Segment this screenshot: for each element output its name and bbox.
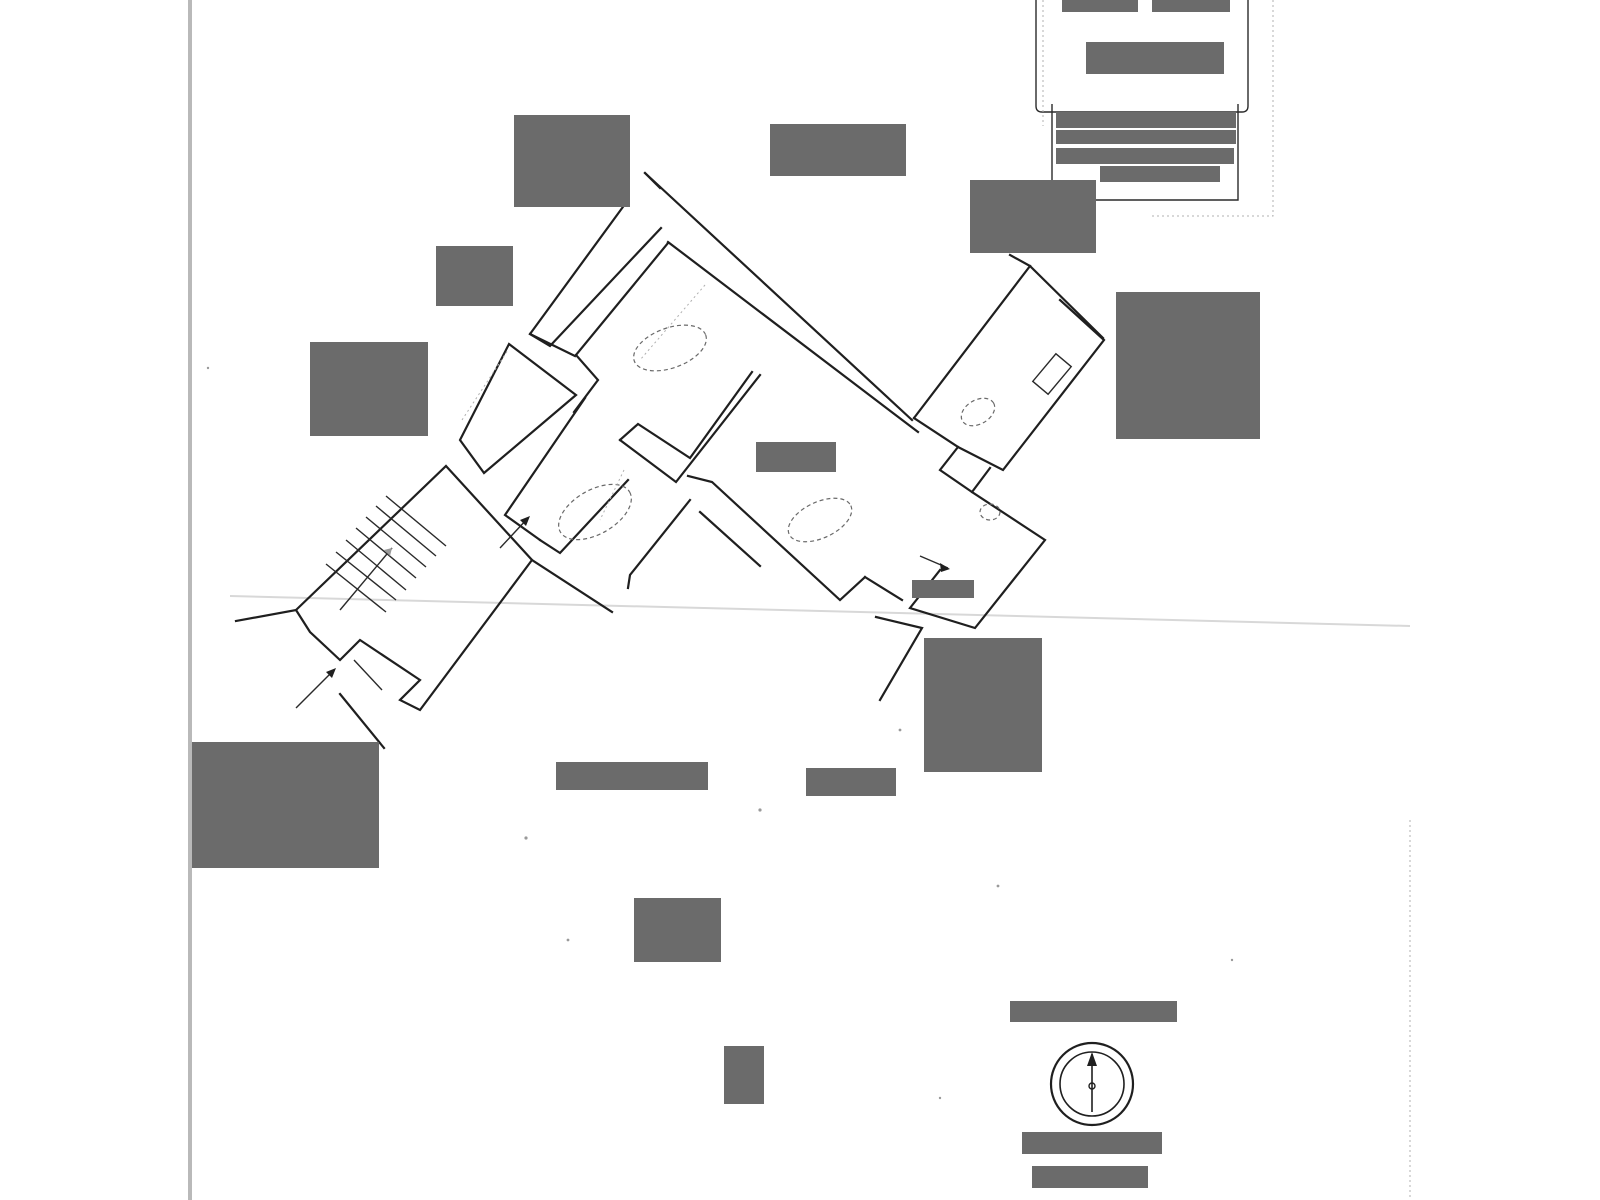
redacted-block: [1100, 166, 1220, 182]
redaction-layer: [192, 115, 1260, 1188]
redacted-block: [1010, 1001, 1177, 1022]
redacted-block: [1086, 42, 1224, 74]
redacted-block: [1056, 112, 1236, 128]
redacted-block: [634, 898, 721, 962]
redacted-block: [912, 580, 974, 598]
sanitary-fixture-icon: [461, 284, 1073, 543]
redacted-block: [1022, 1132, 1162, 1154]
redacted-block: [756, 442, 836, 472]
scan-left-margin: [188, 0, 192, 1200]
redacted-block: [1056, 130, 1236, 144]
redacted-block: [1062, 0, 1138, 12]
arrow-icon: [295, 516, 950, 709]
redacted-block: [924, 638, 1042, 772]
redacted-block: [1056, 148, 1234, 164]
redacted-block: [556, 762, 708, 790]
redacted-block: [770, 124, 906, 176]
redacted-block: [192, 742, 379, 868]
redacted-block: [1116, 292, 1260, 439]
redacted-block: [806, 768, 896, 796]
redacted-block: [310, 342, 428, 436]
redacted-block: [1032, 1166, 1148, 1188]
redacted-block: [724, 1046, 764, 1104]
redacted-block: [1152, 0, 1230, 12]
redacted-block: [514, 115, 630, 207]
scan-noise: [206, 366, 1234, 1100]
redacted-block: [970, 180, 1096, 253]
title-block: [1035, 0, 1274, 217]
redacted-block: [436, 246, 513, 306]
scan-artifact: [229, 595, 1411, 627]
stairs-icon: [325, 495, 447, 613]
north-arrow-icon: [1049, 1041, 1135, 1127]
